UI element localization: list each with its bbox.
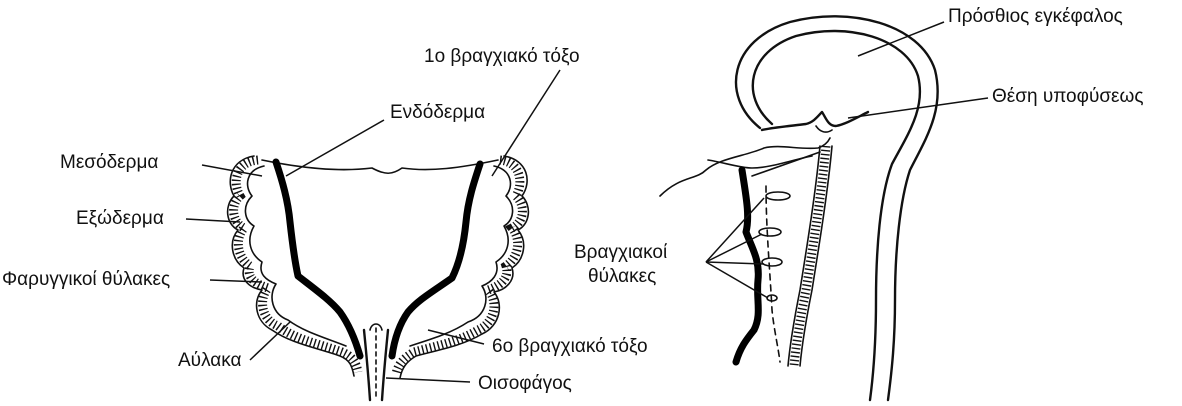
esophagus-tube-right: [382, 330, 388, 400]
leader-groove: [250, 322, 290, 360]
leader-esophagus: [386, 378, 470, 382]
label-first-arch: 1ο βραγχιακό τόξο: [424, 46, 580, 67]
branchial-pouch-2: [759, 228, 781, 236]
pituitary-notch-contour: [762, 112, 868, 130]
label-branchial-pouches-line1: Βραγχιακοί: [574, 242, 668, 263]
esophagus-tube-left: [364, 330, 370, 400]
leader-pituitary: [848, 98, 988, 118]
branchial-pouch-1: [766, 192, 790, 200]
label-endoderm: Ενδόδερμα: [390, 102, 485, 123]
left-ectoderm-outer-line: [228, 156, 354, 376]
label-sixth-arch: 6ο βραγχιακό τόξο: [492, 336, 648, 357]
label-pituitary-site: Θέση υποφύσεως: [992, 86, 1144, 107]
label-pharyngeal-pouches: Φαρυγγικοί θύλακες: [2, 269, 170, 290]
label-groove: Αύλακα: [178, 350, 242, 371]
sagittal-endoderm-line: [736, 170, 758, 362]
labels: Μεσόδερμα Εξώδερμα Φαρυγγικοί θύλακες Αύ…: [2, 6, 1144, 394]
label-ectoderm: Εξώδερμα: [76, 208, 164, 229]
sagittal-section: [660, 16, 938, 400]
branchial-pouch-3: [762, 258, 782, 266]
pharynx-dashed-wall: [766, 186, 780, 362]
leader-first-arch: [492, 70, 560, 176]
label-branchial-pouches-line2: θύλακες: [588, 266, 656, 287]
label-mesoderm: Μεσόδερμα: [60, 152, 158, 173]
pharynx-frontal-section: [228, 156, 529, 400]
leader-lines: [186, 22, 988, 382]
right-endoderm-line: [392, 164, 480, 356]
leader-pharyngeal-pouches: [210, 280, 262, 282]
label-forebrain: Πρόσθιος εγκέφαλος: [948, 6, 1123, 27]
pharynx-top-line: [752, 152, 820, 176]
pituitary-notch-inner: [816, 126, 832, 132]
label-esophagus: Οισοφάγος: [478, 373, 572, 394]
left-endoderm-line: [276, 162, 360, 356]
notochord-column: [794, 146, 826, 366]
pharynx-top-outline: [262, 160, 498, 173]
stomodeum-outline: [708, 156, 812, 168]
